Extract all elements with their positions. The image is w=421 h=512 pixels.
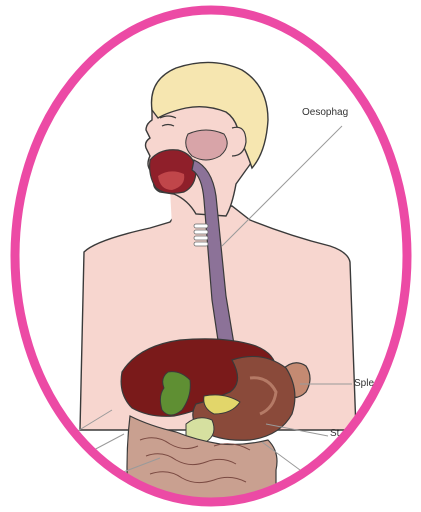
oesophagus-label: Oesophag — [302, 107, 370, 118]
nasal-cavity — [186, 130, 227, 160]
spleen-label: Sple — [354, 378, 376, 389]
stomach-label: St — [330, 428, 352, 439]
